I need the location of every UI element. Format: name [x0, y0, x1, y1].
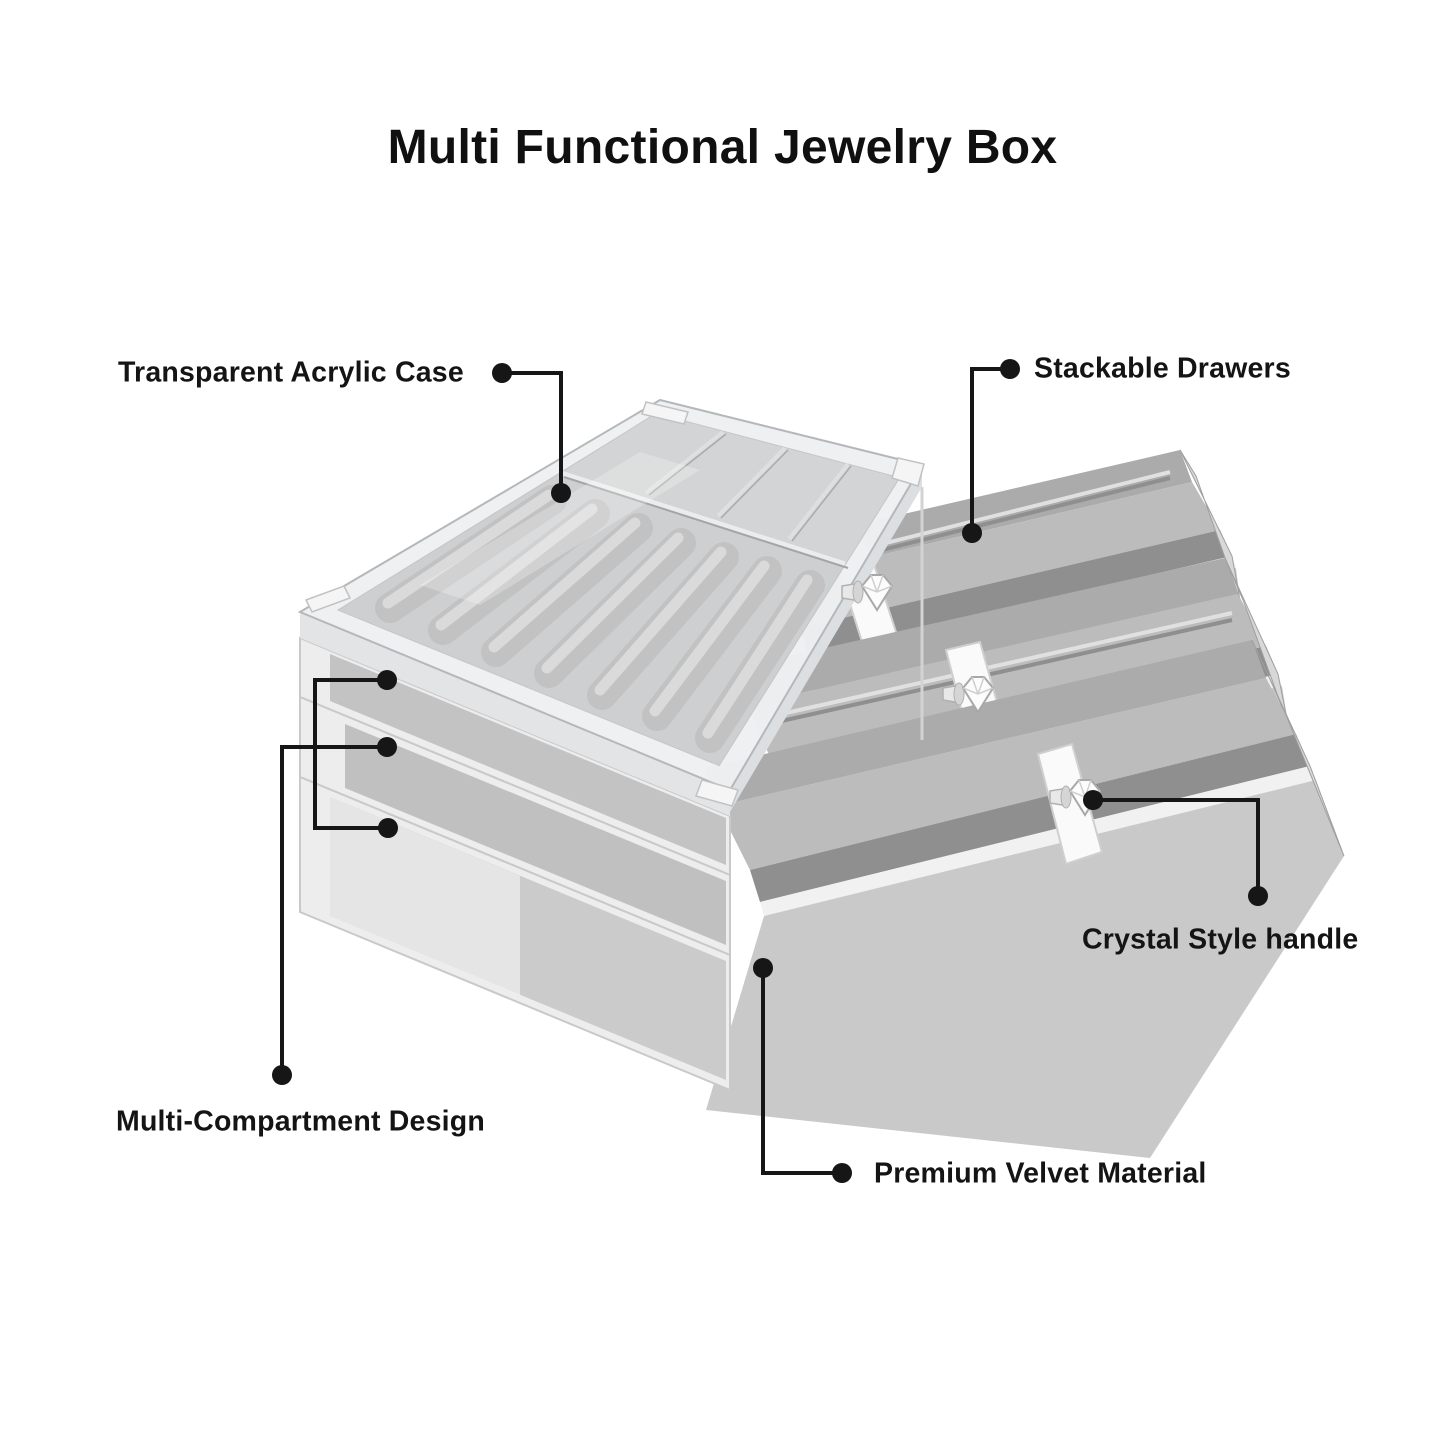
lid-rim-left	[300, 612, 730, 816]
callout-label-premium-velvet-material: Premium Velvet Material	[874, 1157, 1207, 1190]
drawer-rim	[760, 766, 1316, 916]
lid-separator-shadow	[563, 476, 849, 569]
acrylic-lid	[297, 398, 925, 816]
drawer-floor	[718, 678, 1296, 870]
case-tier-velvet	[330, 654, 726, 865]
drawer-divider	[767, 611, 1233, 719]
callout-dot	[832, 1163, 852, 1183]
leader-multi-compartment-bracket	[313, 678, 388, 830]
callout-label-transparent-acrylic-case: Transparent Acrylic Case	[118, 356, 464, 389]
callout-label-stackable-drawers: Stackable Drawers	[1034, 352, 1291, 385]
case-empty-slot	[330, 797, 520, 995]
case-tier-velvet	[345, 724, 726, 945]
callout-dot	[377, 670, 397, 690]
drawer-end-wall	[1251, 639, 1345, 857]
case-body	[299, 487, 924, 1092]
callout-label-multi-compartment-design: Multi-Compartment Design	[116, 1105, 485, 1138]
ring-rolls	[375, 485, 825, 753]
callout-leaders	[280, 367, 1260, 1175]
lid-rim-right	[730, 465, 922, 812]
callout-dot	[377, 737, 397, 757]
drawer-near-wall-inner	[800, 530, 1232, 655]
drawer-divider-shadow	[857, 476, 1171, 558]
callout-dot	[378, 818, 398, 838]
leader-stackable-drawers	[970, 367, 1010, 533]
drawer-divider-shadow	[767, 618, 1233, 726]
callout-dot	[1083, 790, 1103, 810]
callout-dot	[1000, 359, 1020, 379]
drawer-far-wall	[735, 558, 1238, 705]
drawer-divider	[857, 470, 1171, 552]
drawer-bottom	[705, 639, 1345, 1158]
crystal-knob	[841, 574, 894, 612]
callout-dot	[492, 363, 512, 383]
lid-separator-wall	[560, 470, 846, 567]
drawer-far-wall	[705, 640, 1266, 806]
drawer-near-wall-inner	[750, 734, 1310, 902]
glass-reflection	[420, 452, 700, 605]
leader-premium-velvet-material	[761, 968, 842, 1175]
page-title: Multi Functional Jewelry Box	[387, 121, 1058, 174]
callout-dot	[1248, 886, 1268, 906]
lid-corner-tabs	[304, 401, 925, 807]
crystal-knob	[942, 676, 995, 714]
lid-compartment-dividers	[644, 430, 852, 542]
callout-dot	[753, 958, 773, 978]
callout-dot	[551, 483, 571, 503]
leader-transparent-acrylic-case	[502, 371, 563, 493]
callout-label-crystal-style-handle: Crystal Style handle	[1082, 923, 1359, 956]
callout-dot	[962, 523, 982, 543]
drawer-velvet-front	[706, 780, 1344, 1158]
leader-crystal-style-handle	[1093, 798, 1260, 896]
leader-multi-compartment-stem	[280, 745, 387, 1075]
callout-dot	[272, 1065, 292, 1085]
lid-compartment-strip	[561, 414, 899, 564]
drawer-floor	[782, 482, 1220, 628]
callout-dots	[272, 359, 1268, 1183]
